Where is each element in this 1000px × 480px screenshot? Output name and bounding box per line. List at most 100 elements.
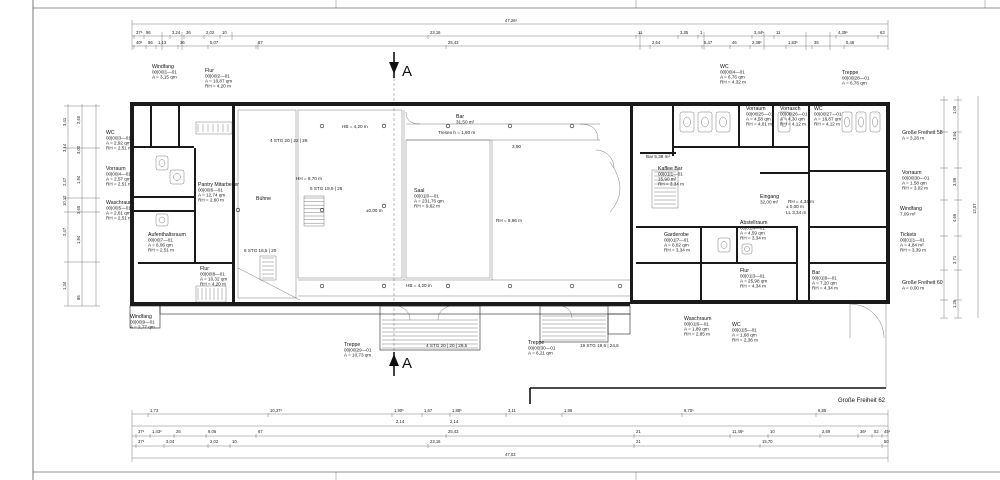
dim-top3-13: 5,46 xyxy=(846,40,855,45)
column-6 xyxy=(381,283,387,289)
annot-stair-b: 6 STG 16,5 | 20 xyxy=(244,248,277,253)
dim-bot4-6: 15,70 xyxy=(762,439,773,444)
dim-left-inner-5: 86 xyxy=(76,295,81,300)
annotations: HB = 4,20 m Tresen h = 1,90 m HH = 8,70 … xyxy=(244,124,814,348)
room-name: Eingang xyxy=(760,194,779,200)
room-code: 00|01|1—01 xyxy=(900,238,925,243)
columns xyxy=(235,123,623,289)
column-2 xyxy=(445,123,451,129)
dim-top3-6: 25,43 xyxy=(448,40,459,45)
dim-top3-3: 36 xyxy=(180,40,185,45)
dim-bot1-2: 1,90⁵ xyxy=(394,408,404,413)
room-code: 00|01|0—01 xyxy=(414,194,439,199)
room-name: WC xyxy=(106,130,115,136)
room-name: Flur xyxy=(740,268,749,274)
room-area: A = 0,00 m xyxy=(902,286,924,291)
dim-left-outer-5: 1,34 xyxy=(62,281,67,290)
section-mark-top: A xyxy=(389,52,412,80)
dim-top2-5: 10 xyxy=(222,30,227,35)
dim-top3-11: 1,83⁵ xyxy=(788,40,798,45)
room-height: RH = 4,01 m xyxy=(746,122,772,127)
room-height: RH = 4,20 m xyxy=(200,282,226,287)
dim-bot3-11: 52 xyxy=(874,429,879,434)
annot-bar-area: Bar 5,38 m² xyxy=(646,154,670,159)
room-height: RH = 2,60 m xyxy=(198,198,224,203)
room-code: 00|00|2—01 xyxy=(205,74,230,79)
room-height: RH = 3,39 m xyxy=(900,248,926,253)
dim-top2-3: 36 xyxy=(186,30,191,35)
sanitary-fixtures xyxy=(155,111,881,255)
room-code: 00|00|28—01 xyxy=(842,76,870,81)
room-code: 00|00|5—01 xyxy=(106,206,131,211)
room-name: Treppe xyxy=(842,70,858,76)
room-code: 00|00|30—01 xyxy=(528,346,556,351)
dim-total-top: 47,26⁵ xyxy=(505,18,517,23)
dim-bot1-5: 3,11 xyxy=(508,408,517,413)
room-name: Windfang xyxy=(900,206,922,212)
room-area: A = 8,62 qm xyxy=(664,243,689,248)
room-area: A = 25,98 qm xyxy=(740,279,767,284)
fixture-11 xyxy=(741,243,753,255)
room-9: Bühne xyxy=(256,196,271,202)
room-code: 00|00|3—01 xyxy=(106,136,131,141)
annot-lvl-entry2: LL 3,34 m xyxy=(786,210,806,215)
room-code: 00|00|1—01 xyxy=(152,70,177,75)
dimension-lines-left xyxy=(67,104,97,306)
column-9 xyxy=(569,283,575,289)
room-area: A = 2,77 qm xyxy=(130,325,155,330)
annot-stair-c: 4 STG 20 | 20 | 28,5 xyxy=(426,343,468,348)
room-name: Pantry Mitarbeiter xyxy=(198,182,239,188)
room-name: Flur xyxy=(205,68,214,74)
dim-bot3-2: 26 xyxy=(176,429,181,434)
room-27: Große Freiheit 60A = 0,00 m xyxy=(902,280,943,291)
room-area: A = 6,76 qm xyxy=(842,81,867,86)
dim-top3-12: 35 xyxy=(814,40,819,45)
room-height: RH = 2,85 m xyxy=(684,332,710,337)
dim-top2-2: 3,24 xyxy=(172,30,181,35)
room-area: A = 10,87 qm xyxy=(205,79,232,84)
column-7 xyxy=(445,283,451,289)
dim-top3-7: 2,64 xyxy=(652,40,661,45)
room-area: A = 7,20 qm xyxy=(812,281,837,286)
room-name: Garderobe xyxy=(664,232,689,238)
dim-total-bottom: 47,03 xyxy=(505,452,516,457)
dim-top2-8: 3,35 xyxy=(680,30,689,35)
fixture-10 xyxy=(717,237,731,253)
room-name: Aufenthaltsraum xyxy=(148,232,186,238)
room-height: RH = 3,34 m xyxy=(664,248,690,253)
room-name: Treppe xyxy=(528,340,544,346)
dim-top2-9: 1 xyxy=(700,30,703,35)
room-code: 00|01|3—01 xyxy=(740,274,765,279)
room-name: Vorraum xyxy=(746,106,766,112)
dim-top2-10: 3,44⁵ xyxy=(754,30,764,35)
entrance-stairs xyxy=(382,305,606,349)
room-name: Vorrasch xyxy=(780,106,801,112)
room-height: RH = 3,02 m xyxy=(902,186,928,191)
room-code: 00|00|29—01 xyxy=(344,348,372,353)
dim-bot1-8: 6,85 xyxy=(818,408,827,413)
dim-bot3-10: 36⁵ xyxy=(860,429,867,434)
annot-lvl-entry: ± 0,00 m xyxy=(786,204,804,209)
section-label-bottom: A xyxy=(402,355,412,372)
room-code: 00|00|9—01 xyxy=(130,320,155,325)
room-area: A = 1,58 qm xyxy=(902,181,927,186)
dim-bot3-9: 2,69 xyxy=(822,429,831,434)
annot-hall-height: RH = 9,96 m xyxy=(496,218,522,223)
room-area: A = 1,89 qm xyxy=(684,327,709,332)
room-area: A = 4,84 m² xyxy=(900,243,924,248)
dim-bot1-3: 1,67 xyxy=(424,408,433,413)
dim-bot3-7: 11,46⁵ xyxy=(732,429,744,434)
column-0 xyxy=(319,123,325,129)
